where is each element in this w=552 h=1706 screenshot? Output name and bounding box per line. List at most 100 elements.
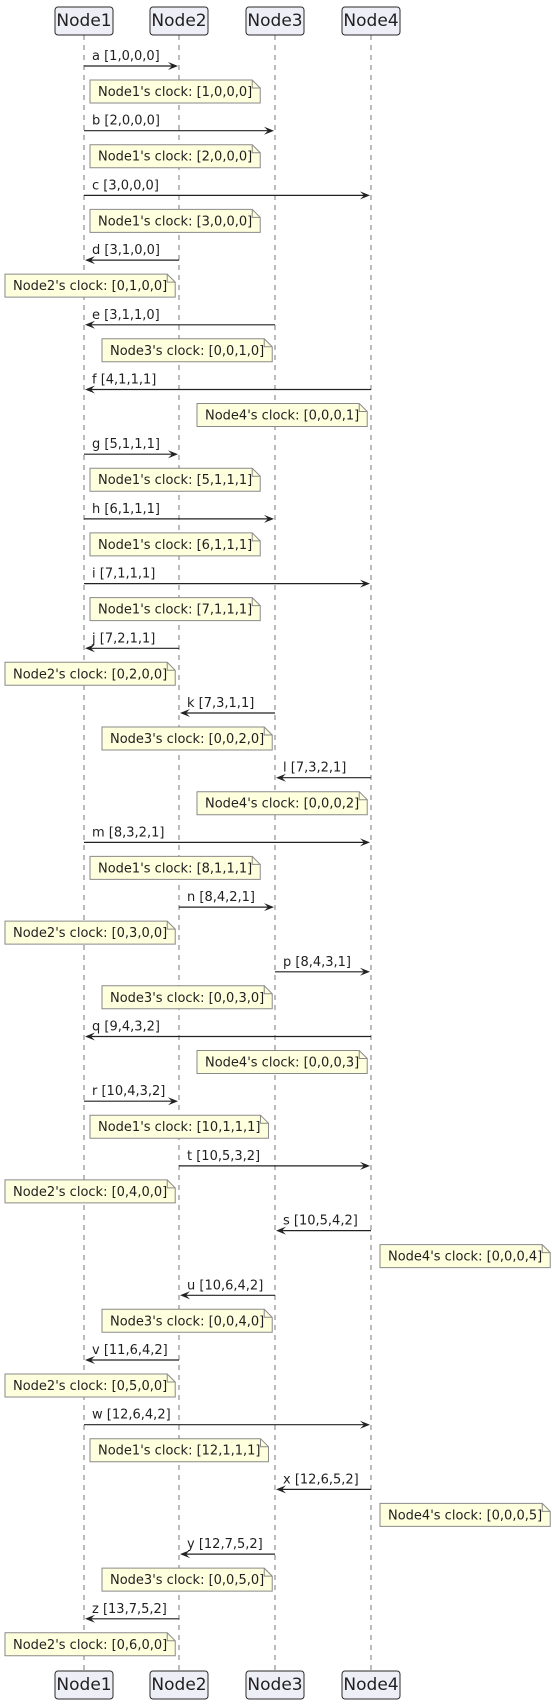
message-label: r [10,4,3,2] <box>92 1084 165 1099</box>
message-arrowhead <box>85 1614 95 1623</box>
clock-note: Node1's clock: [7,1,1,1] <box>89 597 261 622</box>
message-z: z [13,7,5,2] <box>85 1602 179 1623</box>
message-f: f [4,1,1,1] <box>85 373 371 394</box>
message-label: t [10,5,3,2] <box>187 1149 260 1164</box>
participant-box <box>149 1670 209 1700</box>
clock-note: Node1's clock: [5,1,1,1] <box>89 467 261 492</box>
participant-box <box>341 1670 401 1700</box>
note-text: Node3's clock: [0,0,5,0] <box>110 1573 264 1588</box>
note-box <box>4 661 176 686</box>
note-text: Node4's clock: [0,0,0,1] <box>205 409 359 424</box>
note-box <box>4 920 176 945</box>
note-box <box>379 1502 551 1527</box>
message-label: c [3,0,0,0] <box>92 178 159 193</box>
message-arrowhead <box>180 1550 190 1559</box>
message-t: t [10,5,3,2] <box>179 1149 370 1170</box>
note-fold <box>251 532 261 542</box>
message-arrowhead <box>276 1226 286 1235</box>
message-label: e [3,1,1,0] <box>92 308 160 323</box>
message-d: d [3,1,0,0] <box>85 243 179 265</box>
events: a [1,0,0,0]Node1's clock: [1,0,0,0]b [2,… <box>4 49 551 1657</box>
message-r: r [10,4,3,2] <box>84 1084 178 1106</box>
clock-note: Node3's clock: [0,0,3,0] <box>101 985 273 1010</box>
clock-note: Node2's clock: [0,3,0,0] <box>4 920 176 945</box>
note-text: Node1's clock: [8,1,1,1] <box>98 861 252 876</box>
message-w: w [12,6,4,2] <box>84 1408 370 1429</box>
message-arrowhead <box>180 1291 190 1300</box>
participant-label: Node1 <box>56 1675 111 1695</box>
message-arrowhead <box>180 709 190 717</box>
message-arrowhead <box>276 1485 286 1494</box>
message-arrowhead <box>360 191 370 200</box>
note-fold <box>263 727 273 736</box>
note-fold <box>251 209 261 218</box>
message-arrowhead <box>168 62 178 70</box>
participant-box <box>245 6 305 36</box>
message-arrowhead <box>168 450 178 459</box>
message-arrowhead <box>360 579 370 588</box>
message-arrowhead <box>85 256 95 265</box>
message-i: i [7,1,1,1] <box>84 567 370 588</box>
note-fold <box>166 1632 176 1642</box>
message-label: d [3,1,0,0] <box>92 243 160 258</box>
message-label: g [5,1,1,1] <box>92 437 160 452</box>
clock-note: Node2's clock: [0,1,0,0] <box>4 273 176 298</box>
clock-note: Node2's clock: [0,6,0,0] <box>4 1632 176 1657</box>
participant-label: Node2 <box>151 1675 206 1695</box>
note-text: Node1's clock: [6,1,1,1] <box>98 538 252 553</box>
note-text: Node4's clock: [0,0,0,5] <box>388 1508 542 1523</box>
note-text: Node1's clock: [1,0,0,0] <box>98 85 252 100</box>
participants-top: Node1 Node2 Node3 Node4 <box>54 6 401 36</box>
note-text: Node4's clock: [0,0,0,4] <box>388 1250 542 1265</box>
message-l: l [7,3,2,1] <box>276 761 371 782</box>
participant-box <box>54 1670 114 1700</box>
message-arrowhead <box>85 1032 95 1041</box>
message-label: h [6,1,1,1] <box>92 502 160 517</box>
message-label: s [10,5,4,2] <box>283 1214 358 1229</box>
note-text: Node3's clock: [0,0,1,0] <box>110 344 264 359</box>
note-box <box>4 1373 176 1398</box>
note-fold <box>259 1438 269 1448</box>
clock-note: Node1's clock: [3,0,0,0] <box>89 208 261 233</box>
clock-note: Node1's clock: [10,1,1,1] <box>89 1114 269 1139</box>
participant-label: Node3 <box>247 11 302 31</box>
message-arrowhead <box>360 838 370 847</box>
participant-node1-top: Node1 <box>54 6 114 36</box>
note-box <box>4 1179 176 1204</box>
participant-label: Node4 <box>343 1675 398 1695</box>
note-box <box>101 1567 273 1592</box>
clock-note: Node4's clock: [0,0,0,1] <box>196 403 368 427</box>
note-fold <box>358 1050 368 1059</box>
clock-note: Node4's clock: [0,0,0,5] <box>379 1502 551 1527</box>
note-text: Node2's clock: [0,2,0,0] <box>13 667 167 682</box>
participant-node4-bottom: Node4 <box>341 1670 401 1700</box>
note-box <box>196 403 368 427</box>
note-text: Node3's clock: [0,0,3,0] <box>110 991 264 1006</box>
note-fold <box>358 403 368 412</box>
participant-node1-bottom: Node1 <box>54 1670 114 1700</box>
note-fold <box>541 1503 551 1512</box>
message-arrowhead <box>276 773 286 782</box>
clock-note: Node2's clock: [0,4,0,0] <box>4 1179 176 1204</box>
message-arrowhead <box>85 1356 95 1364</box>
clock-note: Node2's clock: [0,2,0,0] <box>4 661 176 686</box>
message-arrowhead <box>360 1161 370 1170</box>
message-c: c [3,0,0,0] <box>84 178 370 200</box>
participant-node2-top: Node2 <box>149 6 209 36</box>
participant-box <box>149 6 209 36</box>
clock-note: Node3's clock: [0,0,1,0] <box>101 338 273 363</box>
participant-label: Node4 <box>343 11 398 31</box>
note-text: Node3's clock: [0,0,2,0] <box>110 732 264 747</box>
clock-note: Node4's clock: [0,0,0,2] <box>196 791 368 816</box>
note-text: Node1's clock: [3,0,0,0] <box>98 214 252 229</box>
participant-node4-top: Node4 <box>341 6 401 36</box>
note-fold <box>166 662 176 671</box>
message-arrowhead <box>360 967 370 976</box>
clock-note: Node4's clock: [0,0,0,3] <box>196 1050 368 1074</box>
note-fold <box>358 791 368 801</box>
message-label: u [10,6,4,2] <box>187 1278 263 1293</box>
clock-note: Node1's clock: [1,0,0,0] <box>89 79 261 104</box>
participant-node2-bottom: Node2 <box>149 1670 209 1700</box>
message-arrowhead <box>168 1097 178 1106</box>
note-fold <box>166 1179 176 1189</box>
